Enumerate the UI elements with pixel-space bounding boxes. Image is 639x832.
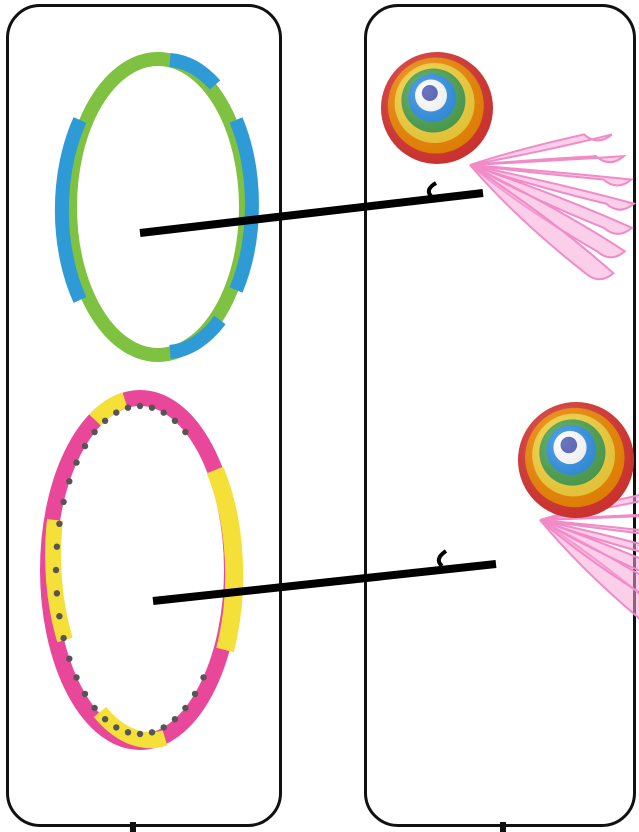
bottom-tick-left (130, 822, 136, 832)
bottom-tick-right (500, 822, 506, 832)
right-column-panel (364, 4, 636, 827)
left-column-panel (6, 4, 282, 827)
